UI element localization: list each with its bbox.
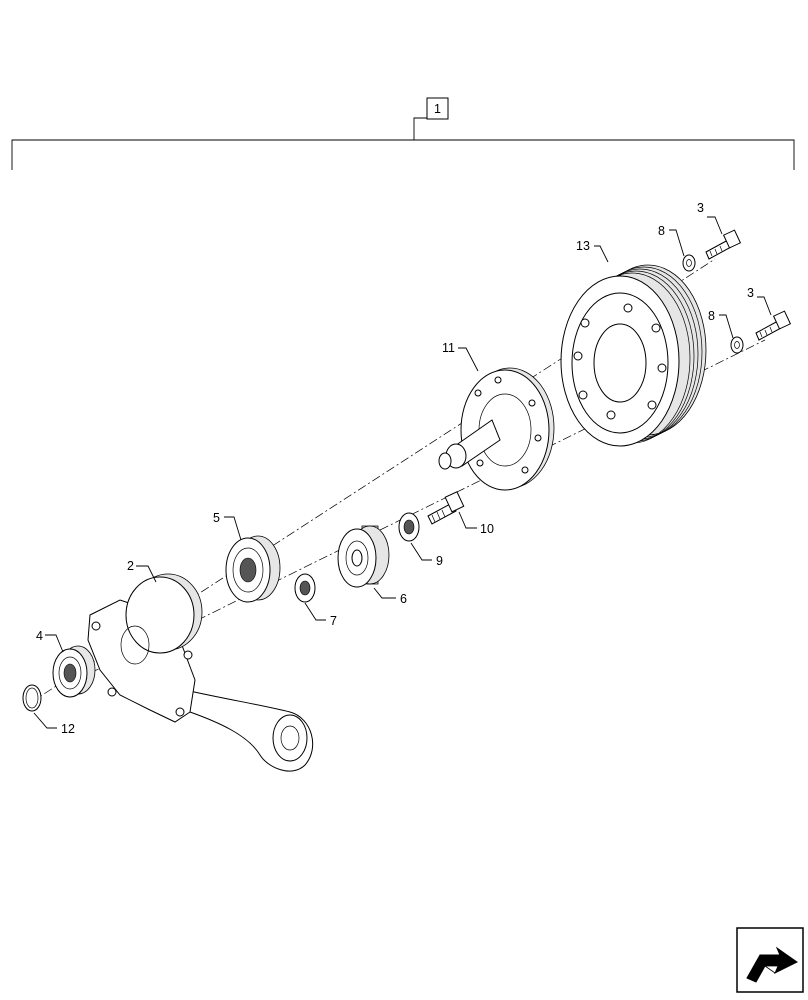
snap-ring-part-12 [22, 684, 42, 712]
callout-12: 12 [61, 722, 75, 736]
bolt-part-3-lower [755, 310, 792, 341]
next-page-arrow-icon[interactable] [736, 927, 804, 993]
hub-flange-part-11 [438, 367, 555, 491]
screw-part-10 [427, 491, 465, 525]
bearing-part-4 [52, 645, 96, 698]
washer-part-9 [398, 512, 420, 542]
callout-2: 2 [127, 559, 134, 573]
callout-4: 4 [36, 629, 43, 643]
pulley-part-13 [560, 264, 707, 447]
roller-part-6 [337, 525, 390, 588]
callout-10: 10 [480, 522, 494, 536]
arm-bracket-part-2 [87, 573, 314, 772]
callout-3-lower: 3 [747, 286, 754, 300]
callout-8-lower: 8 [708, 309, 715, 323]
callout-3-upper: 3 [697, 201, 704, 215]
callout-7: 7 [330, 614, 337, 628]
assembly-callout-box [426, 97, 449, 120]
callout-8-upper: 8 [658, 224, 665, 238]
washer-part-8-lower [730, 336, 744, 354]
bearing-part-5 [225, 535, 281, 603]
callout-9: 9 [436, 554, 443, 568]
callout-13: 13 [576, 239, 590, 253]
callout-6: 6 [400, 592, 407, 606]
washer-part-7 [294, 573, 316, 603]
callout-11: 11 [442, 341, 455, 355]
callout-labels: 2 3 3 4 5 6 7 8 8 9 10 11 12 13 [36, 201, 754, 736]
callout-5: 5 [213, 511, 220, 525]
washer-part-8-upper [682, 254, 696, 272]
assembly-bracket: 1 [11, 97, 795, 170]
assembly-callout-label: 1 [434, 102, 441, 116]
bolt-part-3-upper [705, 229, 742, 260]
callout-leader-lines [33, 216, 772, 729]
